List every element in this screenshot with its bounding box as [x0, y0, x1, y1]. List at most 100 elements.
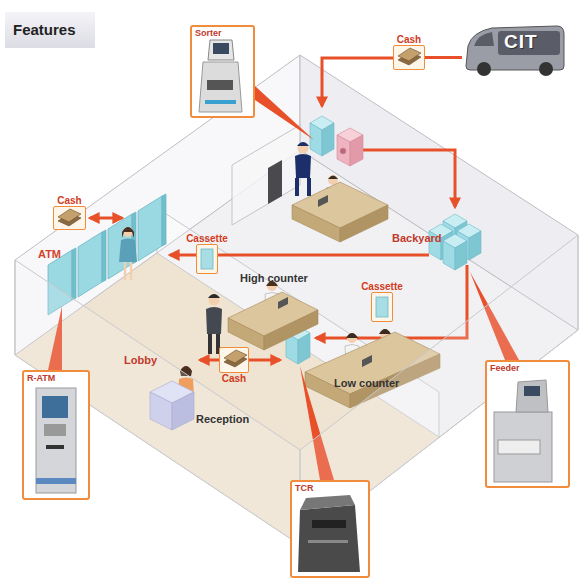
callout-pointer: [470, 272, 519, 360]
node-text: CIT: [504, 31, 538, 53]
diagram-title: Features: [5, 12, 95, 48]
people: [378, 341, 392, 359]
feeder-cubes: [469, 231, 481, 260]
cash-icon: [224, 354, 247, 367]
people: [297, 178, 309, 196]
ratm-machine: [42, 396, 68, 418]
tcr-machine: [300, 495, 355, 510]
atm-slabs: [78, 232, 102, 297]
cassette-icon: [201, 249, 213, 269]
people: [123, 227, 133, 237]
tcr-machine: [298, 505, 360, 572]
area-label: Lobby: [124, 354, 157, 366]
node-text: Cash: [222, 373, 246, 384]
people: [265, 293, 279, 313]
van-wheel: [539, 62, 553, 76]
back-wall: [15, 55, 300, 355]
flow-line: [363, 150, 455, 207]
flow-line: [90, 58, 467, 360]
node-text: Cash: [57, 195, 81, 206]
sorter-machine: [213, 43, 229, 54]
flow-line: [316, 265, 467, 338]
people: [328, 175, 338, 185]
node-text: Cash: [397, 34, 421, 45]
feeder-cubes: [455, 221, 467, 250]
atm-slabs: [102, 230, 106, 282]
customers: [180, 366, 192, 376]
partition-wall: [268, 160, 282, 204]
customers: [206, 307, 222, 334]
cash-icon: [398, 52, 421, 65]
safe: [337, 128, 363, 142]
tcr-cube: [286, 333, 298, 364]
reception-desk: [150, 392, 172, 430]
van-window: [498, 31, 560, 55]
flow-line: [90, 217, 122, 220]
tcr-callout: TCR: [290, 480, 370, 578]
feeder-machine: [516, 380, 548, 412]
tcr-machine: [298, 495, 360, 572]
atm-slabs: [132, 212, 136, 264]
cash-icon: [224, 350, 247, 363]
laptop: [318, 195, 328, 207]
atm-slabs: [108, 214, 132, 279]
cash-icon: [58, 213, 81, 226]
floor: [15, 150, 578, 545]
cash-icon: [398, 48, 421, 61]
people: [119, 239, 137, 263]
desk: [228, 292, 318, 336]
feeder-cubes: [443, 221, 455, 250]
callout-pointer: [300, 366, 334, 480]
safe: [337, 135, 350, 166]
people: [119, 142, 392, 364]
people: [328, 176, 338, 180]
desk: [292, 205, 340, 242]
feeder-callout: Feeder: [485, 360, 570, 488]
sorter-machine: [208, 40, 234, 60]
van-wheel: [477, 62, 491, 76]
node-text: Sorter: [195, 28, 222, 38]
feeder-cubes: [455, 241, 467, 270]
feeder-cubes: [443, 234, 467, 248]
flow-line: [322, 58, 393, 106]
cassette-icon: [201, 249, 388, 317]
cassette-tag: Cassette: [196, 244, 218, 274]
callout-pointer: [48, 306, 62, 370]
atm-slabs: [138, 196, 162, 261]
cash-tag: Cash: [393, 45, 425, 70]
desk: [340, 205, 388, 242]
safe: [340, 148, 346, 154]
feeder-cubes: [457, 231, 469, 260]
back-wall: [300, 55, 578, 330]
people: [326, 187, 340, 205]
people: [295, 154, 311, 178]
area-label: ATM: [38, 248, 61, 260]
atm-slabs: [162, 194, 166, 246]
cassette-icon: [376, 297, 388, 317]
area-label: Backyard: [392, 232, 442, 244]
customers: [183, 396, 189, 410]
reception-desk: [150, 381, 194, 430]
tcr-cube: [286, 326, 310, 340]
node-text: R-ATM: [27, 373, 55, 383]
desk: [228, 182, 440, 408]
people: [345, 345, 359, 365]
partition-wall: [232, 125, 300, 225]
people: [125, 262, 131, 280]
feeder-cubes: [457, 224, 481, 238]
reception-desk: [150, 381, 194, 403]
people: [298, 143, 309, 154]
area-label: High counter: [240, 272, 308, 284]
sorter-cube: [322, 123, 334, 156]
cash-icon: [58, 48, 421, 367]
flow-connector: [425, 56, 462, 59]
ratm-machine: [36, 388, 76, 493]
tcr-cube: [286, 326, 310, 364]
ratm-machine: [44, 424, 66, 436]
node-text: Cassette: [186, 233, 228, 244]
node-text: TCR: [295, 483, 314, 493]
tcr-cube: [298, 333, 310, 364]
safe: [350, 135, 363, 166]
cit-van: CIT: [462, 22, 566, 77]
